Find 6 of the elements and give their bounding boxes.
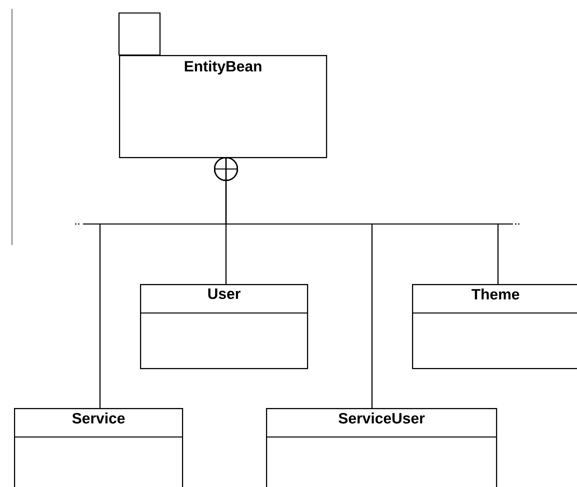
class-box: Theme [412,284,577,370]
class-box: ServiceUser [266,408,498,487]
class-box: Service [14,408,184,487]
package-box: EntityBean [118,12,328,158]
nesting-connector [213,156,499,284]
class-box: User [140,284,308,370]
